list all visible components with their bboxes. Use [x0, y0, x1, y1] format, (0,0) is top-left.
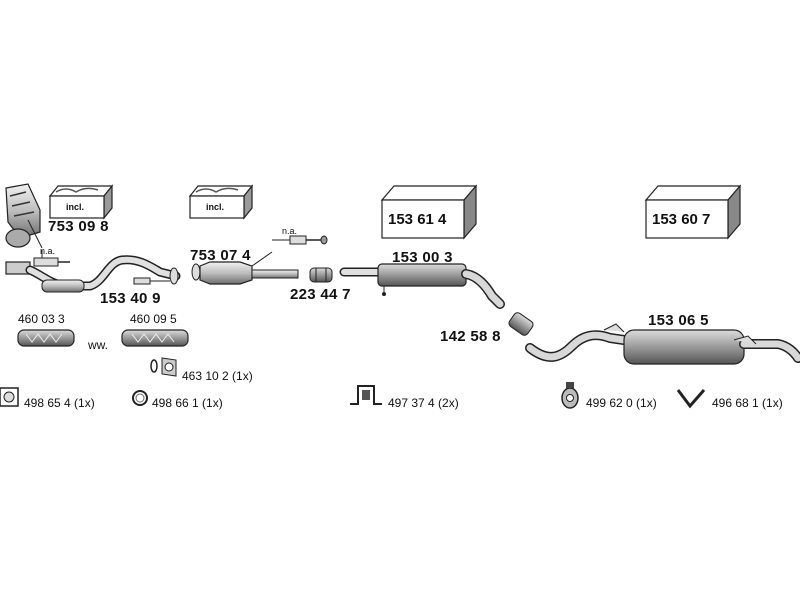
v-hanger-icon	[676, 389, 706, 409]
rear-silencer-part-number: 153 06 5	[648, 312, 709, 329]
square-gasket-icon	[0, 387, 19, 407]
manifold-part-number: 753 09 8	[48, 218, 109, 235]
exhaust-manifold	[5, 183, 43, 249]
catalyst-kit-box	[188, 184, 254, 220]
lambda-sensor-cat	[272, 235, 328, 245]
bracket-mount-icon	[350, 385, 382, 405]
lambda-sensor-pipe	[133, 277, 170, 285]
rear-silencer	[525, 323, 800, 365]
manifold-kit-box	[48, 184, 114, 220]
clamp-223	[309, 267, 333, 283]
ring-gasket-icon	[132, 390, 148, 406]
front-pipe-part-number: 153 40 9	[100, 290, 161, 307]
catalyst-kit-incl-label: incl.	[206, 202, 225, 212]
flex-pipe-1-part-number: 460 03 3	[18, 312, 65, 326]
catalyst-part-number: 753 07 4	[190, 247, 251, 264]
clamp-142-part-number: 142 58 8	[440, 328, 501, 345]
catalytic-converter	[191, 251, 299, 285]
clamp-223-part-number: 223 44 7	[290, 286, 351, 303]
clamp-142	[508, 312, 534, 336]
rear-kit-label: 153 60 7	[652, 211, 711, 228]
manifold-kit-incl-label: incl.	[66, 202, 85, 212]
manifold-na-label: n.a.	[40, 246, 56, 256]
accessory-label: 497 37 4 (2x)	[388, 396, 459, 410]
rubber-hanger-icon	[561, 382, 579, 409]
accessory-label: 498 65 4 (1x)	[24, 396, 95, 410]
flex-pipe-460095	[121, 329, 189, 347]
gasket-463	[150, 357, 177, 377]
middle-silencer-part-number: 153 00 3	[392, 249, 453, 266]
rear-kit-box	[644, 184, 742, 240]
catalyst-na-label: n.a.	[282, 226, 298, 236]
accessory-label: 498 66 1 (1x)	[152, 396, 223, 410]
accessory-label: 496 68 1 (1x)	[712, 396, 783, 410]
middle-silencer	[339, 263, 505, 309]
flex-pipe-460033	[17, 329, 75, 347]
flex-pipe-alt-label: ww.	[88, 338, 109, 352]
accessory-label: 499 62 0 (1x)	[586, 396, 657, 410]
front-pipe	[5, 255, 181, 293]
lambda-sensor-front	[33, 250, 70, 267]
gasket-463-label: 463 10 2 (1x)	[182, 369, 253, 383]
middle-kit-box	[380, 184, 478, 240]
flex-pipe-2-part-number: 460 09 5	[130, 312, 177, 326]
middle-kit-label: 153 61 4	[388, 211, 447, 228]
